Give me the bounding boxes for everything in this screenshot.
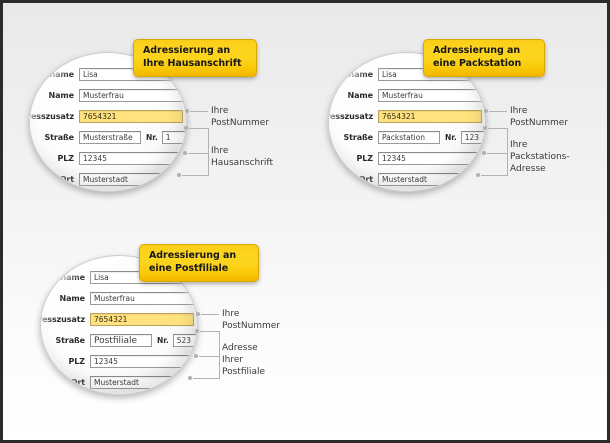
field-label-plz: PLZ	[356, 154, 374, 163]
connector-line-strasse	[189, 128, 208, 129]
connector-bracket-hausanschrift	[208, 128, 209, 176]
connector-line-postnummer	[201, 314, 219, 315]
field-input-strasse[interactable]: Musterstraße	[79, 131, 141, 144]
note-postnummer-postfiliale: Ihre PostNummer	[222, 309, 281, 331]
connector-line-ort	[481, 175, 507, 176]
field-label-plz: PLZ	[57, 154, 75, 163]
field-label-vorname: Vorname	[333, 70, 373, 79]
connector-line-strasse	[488, 128, 507, 129]
connector-line-plz	[199, 356, 219, 357]
field-input-plz[interactable]: 12345	[79, 152, 183, 165]
field-input-strasse[interactable]: Postfiliale	[90, 334, 152, 347]
field-row-strasse: Straße Postfiliale Nr. 523	[41, 333, 197, 348]
field-row-ort: Ort Musterstadt	[30, 172, 183, 187]
field-input-ort[interactable]: Musterstadt	[378, 173, 482, 186]
field-input-adresszusatz[interactable]: 7654321	[378, 110, 482, 123]
field-row-plz: PLZ 12345	[30, 151, 183, 166]
field-row-strasse: Straße Musterstraße Nr. 1	[30, 130, 186, 145]
note-address-packstation: Ihre Packstations- Adresse	[510, 140, 570, 174]
connector-line-strasse	[200, 331, 219, 332]
field-input-name[interactable]: Musterfrau	[90, 292, 194, 305]
connector-line-ort	[193, 378, 219, 379]
field-input-plz[interactable]: 12345	[378, 152, 482, 165]
field-label-name: Name	[48, 91, 75, 100]
field-input-plz[interactable]: 12345	[90, 355, 194, 368]
field-label-strasse: Straße	[343, 133, 373, 142]
connector-line-ort	[182, 175, 208, 176]
field-row-name: Name Musterfrau	[329, 88, 482, 103]
field-input-nr[interactable]: 523	[172, 334, 197, 347]
field-row-ort: Ort Musterstadt	[329, 172, 482, 187]
connector-line-plz	[188, 153, 208, 154]
field-label-name: Name	[59, 294, 86, 303]
field-row-plz: PLZ 12345	[41, 354, 194, 369]
connector-dot-ort	[188, 376, 192, 380]
connector-dot-plz	[482, 151, 486, 155]
field-label-adresszusatz: Adresszusatz	[41, 315, 85, 324]
connector-dot-strasse	[184, 126, 188, 130]
callout-postfiliale: Adressierung an eine Postfiliale	[139, 244, 259, 282]
field-label-ort: Ort	[59, 175, 74, 184]
field-label-vorname: Vorname	[34, 70, 74, 79]
field-label-nr: Nr.	[157, 336, 169, 345]
field-row-adresszusatz: Adresszusatz 7654321	[41, 312, 194, 327]
field-label-adresszusatz: Adresszusatz	[329, 112, 373, 121]
note-postnummer-packstation: Ihre PostNummer	[510, 106, 569, 128]
field-input-strasse[interactable]: Packstation	[378, 131, 440, 144]
field-input-name[interactable]: Musterfrau	[79, 89, 183, 102]
field-label-ort: Ort	[358, 175, 373, 184]
connector-line-postnummer	[190, 111, 208, 112]
field-input-nr[interactable]: 1	[161, 131, 186, 144]
field-row-strasse: Straße Packstation Nr. 123	[329, 130, 485, 145]
connector-dot-strasse	[483, 126, 487, 130]
field-row-plz: PLZ 12345	[329, 151, 482, 166]
field-row-adresszusatz: Adresszusatz 7654321	[30, 109, 183, 124]
note-address-postfiliale: Adresse Ihrer Postfiliale	[222, 343, 266, 377]
connector-line-plz	[487, 153, 507, 154]
field-label-plz: PLZ	[68, 357, 86, 366]
field-label-vorname: Vorname	[45, 273, 85, 282]
note-address-hausanschrift: Ihre Hausanschrift	[211, 146, 273, 168]
field-label-strasse: Straße	[55, 336, 85, 345]
field-label-ort: Ort	[70, 378, 85, 387]
field-label-strasse: Straße	[44, 133, 74, 142]
field-input-adresszusatz[interactable]: 7654321	[90, 313, 194, 326]
callout-hausanschrift: Adressierung an Ihre Hausanschrift	[133, 39, 257, 77]
field-row-name: Name Musterfrau	[30, 88, 183, 103]
connector-bracket-packstation	[507, 128, 508, 176]
connector-dot-ort	[177, 173, 181, 177]
field-input-adresszusatz[interactable]: 7654321	[79, 110, 183, 123]
field-input-ort[interactable]: Musterstadt	[90, 376, 194, 389]
field-label-name: Name	[347, 91, 374, 100]
connector-dot-ort	[476, 173, 480, 177]
field-row-ort: Ort Musterstadt	[41, 375, 194, 390]
field-input-name[interactable]: Musterfrau	[378, 89, 482, 102]
callout-packstation: Adressierung an eine Packstation	[423, 39, 545, 77]
field-label-nr: Nr.	[445, 133, 457, 142]
field-row-name: Name Musterfrau	[41, 291, 194, 306]
field-input-nr[interactable]: 123	[460, 131, 485, 144]
field-label-adresszusatz: Adresszusatz	[30, 112, 74, 121]
connector-dot-plz	[183, 151, 187, 155]
field-row-adresszusatz: Adresszusatz 7654321	[329, 109, 482, 124]
connector-line-postnummer	[489, 111, 507, 112]
magnifier-lens-postfiliale: Vorname Lisa Name Musterfrau Adresszusat…	[40, 255, 198, 395]
connector-bracket-postfiliale	[219, 331, 220, 379]
note-postnummer-hausanschrift: Ihre PostNummer	[211, 106, 270, 128]
connector-dot-plz	[194, 354, 198, 358]
connector-dot-postnummer	[196, 312, 200, 316]
field-label-nr: Nr.	[146, 133, 158, 142]
connector-dot-postnummer	[185, 109, 189, 113]
field-input-ort[interactable]: Musterstadt	[79, 173, 183, 186]
connector-dot-postnummer	[484, 109, 488, 113]
connector-dot-strasse	[195, 329, 199, 333]
